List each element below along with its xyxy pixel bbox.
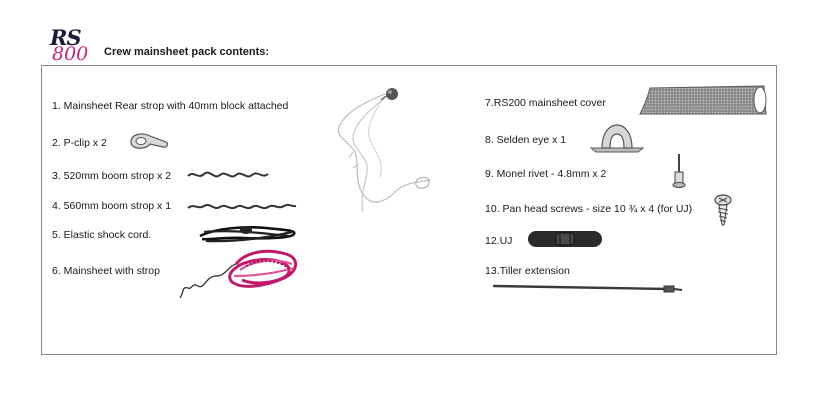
tiller-extension-icon	[492, 284, 683, 293]
mainsheet-cover-icon	[639, 85, 767, 115]
page-title: Crew mainsheet pack contents:	[104, 46, 270, 58]
item-mainsheet-label: 6. Mainsheet with strop	[52, 265, 160, 277]
item-uj-label: 12.UJ	[485, 235, 513, 247]
boom-strop-520-icon	[187, 171, 269, 178]
item-tiller-label: 13.Tiller extension	[485, 265, 570, 277]
mainsheet-rope-icon	[179, 249, 297, 299]
logo-brand: RS	[50, 25, 82, 50]
item-boom-strop-520-label: 3. 520mm boom strop x 2	[52, 170, 172, 182]
boom-strop-560-icon	[187, 203, 297, 210]
strop-with-block-icon	[337, 88, 431, 213]
logo-model: 800	[52, 43, 89, 65]
universal-joint-icon	[528, 231, 602, 247]
selden-eye-icon	[589, 124, 645, 153]
item-shock-cord-label: 5. Elastic shock cord.	[52, 229, 152, 241]
item-screws-label: 10. Pan head screws - size 10 ¾ x 4 (for…	[485, 203, 693, 215]
contents-panel	[41, 65, 777, 355]
item-rivet-label: 9. Monel rivet - 4.8mm x 2	[485, 168, 607, 180]
item-p-clip-label: 2. P-clip x 2	[52, 137, 107, 149]
screw-icon	[714, 194, 732, 226]
rs800-logo: RS 800	[48, 25, 94, 65]
item-rear-strop-label: 1. Mainsheet Rear strop with 40mm block …	[52, 100, 289, 112]
item-cover-label: 7.RS200 mainsheet cover	[485, 97, 606, 109]
item-selden-eye-label: 8. Selden eye x 1	[485, 134, 567, 146]
item-boom-strop-560-label: 4. 560mm boom strop x 1	[52, 200, 172, 212]
rivet-icon	[672, 154, 686, 188]
shock-cord-icon	[199, 225, 296, 243]
p-clip-icon	[130, 133, 169, 149]
